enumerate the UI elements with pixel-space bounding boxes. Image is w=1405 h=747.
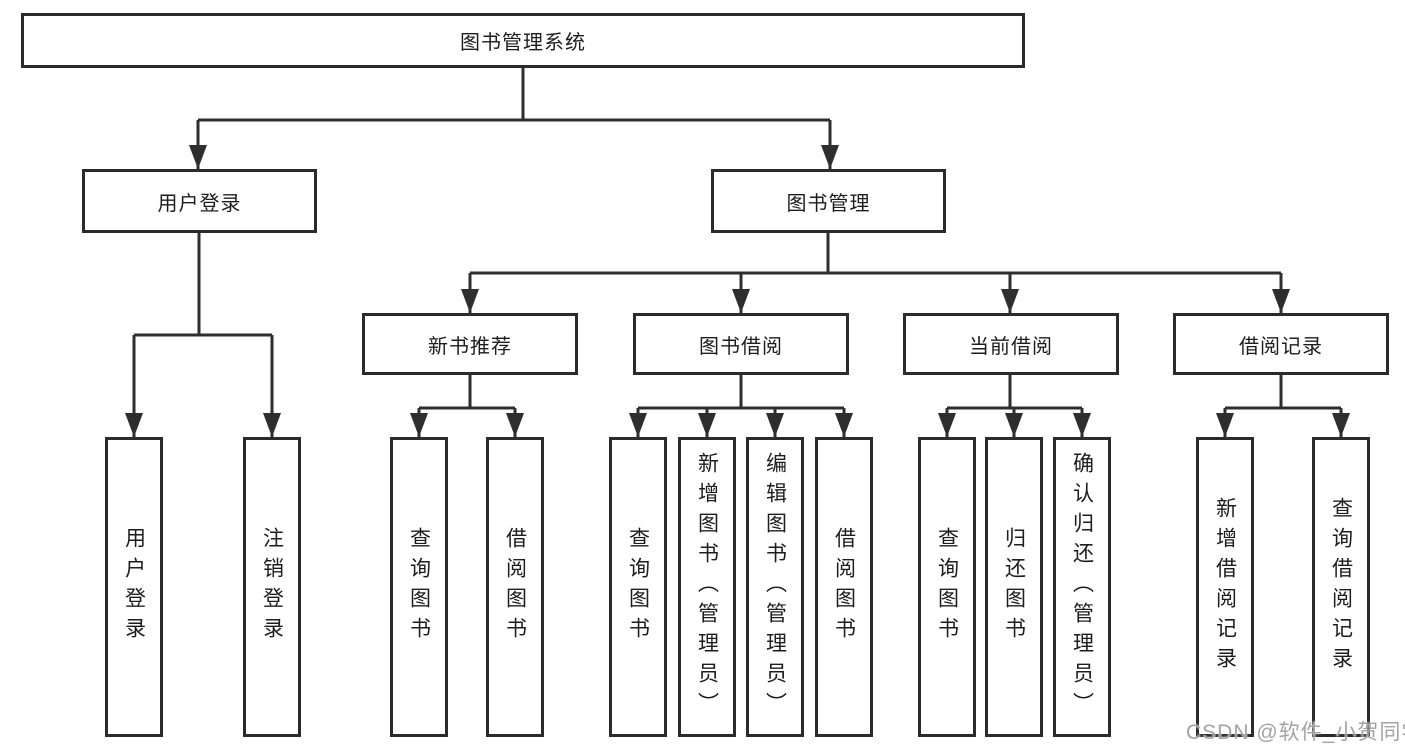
node-library-management-system: 图书管理系统 bbox=[21, 13, 1025, 68]
node-label: 用户登录 bbox=[157, 192, 242, 215]
arrow-down-icon bbox=[629, 413, 647, 437]
node-label: 查询图书 bbox=[935, 527, 959, 647]
node-leaf-query-books-2: 查询图书 bbox=[609, 437, 667, 737]
arrow-down-icon bbox=[263, 413, 281, 437]
node-label: 新增图书（管理员） bbox=[695, 452, 719, 722]
node-label: 图书管理 bbox=[786, 192, 871, 215]
arrow-down-icon bbox=[189, 145, 207, 169]
node-new-book-recommend: 新书推荐 bbox=[362, 313, 578, 375]
node-label: 编辑图书（管理员） bbox=[763, 452, 787, 722]
arrowheads bbox=[125, 145, 1350, 437]
arrow-down-icon bbox=[461, 289, 479, 313]
node-leaf-confirm-return-admin: 确认归还（管理员） bbox=[1053, 437, 1111, 737]
node-user-login-branch: 用户登录 bbox=[82, 169, 317, 233]
node-leaf-borrow-books-2: 借阅图书 bbox=[815, 437, 873, 737]
node-book-management-branch: 图书管理 bbox=[711, 169, 946, 233]
arrow-down-icon bbox=[1073, 413, 1091, 437]
arrow-down-icon bbox=[1332, 413, 1350, 437]
arrow-down-icon bbox=[1216, 413, 1234, 437]
node-leaf-return-book: 归还图书 bbox=[985, 437, 1043, 737]
arrow-down-icon bbox=[410, 413, 428, 437]
node-label: 当前借阅 bbox=[969, 335, 1053, 358]
csdn-watermark: CSDN @软件_小贺同学 bbox=[1186, 721, 1405, 744]
node-leaf-edit-book-admin: 编辑图书（管理员） bbox=[746, 437, 804, 737]
node-leaf-user-login: 用户登录 bbox=[105, 437, 163, 737]
node-leaf-query-books-3: 查询图书 bbox=[918, 437, 976, 737]
node-leaf-query-books-1: 查询图书 bbox=[390, 437, 448, 737]
node-leaf-borrow-books-1: 借阅图书 bbox=[486, 437, 544, 737]
arrow-down-icon bbox=[1272, 289, 1290, 313]
arrow-down-icon bbox=[766, 413, 784, 437]
node-label: 借阅记录 bbox=[1239, 335, 1323, 358]
node-label: 归还图书 bbox=[1002, 527, 1026, 647]
node-book-borrow: 图书借阅 bbox=[633, 313, 849, 375]
tree-connector-path bbox=[132, 68, 1343, 437]
arrow-down-icon bbox=[732, 289, 750, 313]
node-leaf-add-borrow-record: 新增借阅记录 bbox=[1196, 437, 1254, 737]
arrow-down-icon bbox=[1005, 413, 1023, 437]
arrow-down-icon bbox=[835, 413, 853, 437]
node-label: 用户登录 bbox=[122, 527, 146, 647]
arrow-down-icon bbox=[821, 145, 839, 169]
node-label: 新增借阅记录 bbox=[1213, 497, 1237, 677]
node-label: 新书推荐 bbox=[428, 335, 512, 358]
arrow-down-icon bbox=[125, 413, 143, 437]
node-label: 图书借阅 bbox=[699, 335, 783, 358]
node-borrow-records: 借阅记录 bbox=[1173, 313, 1389, 375]
node-label: 查询借阅记录 bbox=[1329, 497, 1353, 677]
arrow-down-icon bbox=[1001, 289, 1019, 313]
node-label: 确认归还（管理员） bbox=[1070, 452, 1094, 722]
node-label: 注销登录 bbox=[260, 527, 284, 647]
node-label: 查询图书 bbox=[626, 527, 650, 647]
arrow-down-icon bbox=[938, 413, 956, 437]
arrow-down-icon bbox=[506, 413, 524, 437]
arrow-down-icon bbox=[698, 413, 716, 437]
node-leaf-logout: 注销登录 bbox=[243, 437, 301, 737]
node-label: 图书管理系统 bbox=[460, 32, 586, 54]
node-leaf-query-borrow-record: 查询借阅记录 bbox=[1312, 437, 1370, 737]
node-label: 借阅图书 bbox=[503, 527, 527, 647]
node-label: 查询图书 bbox=[407, 527, 431, 647]
node-label: 借阅图书 bbox=[832, 527, 856, 647]
node-leaf-add-book-admin: 新增图书（管理员） bbox=[678, 437, 736, 737]
node-current-borrow: 当前借阅 bbox=[903, 313, 1119, 375]
